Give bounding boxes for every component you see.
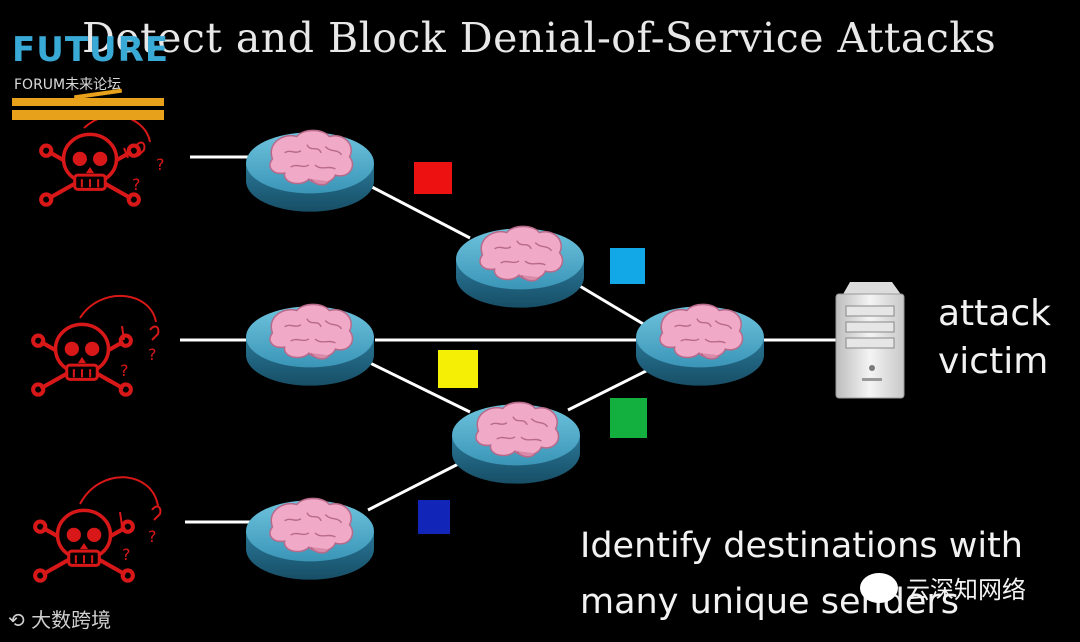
svg-text:?: ? [120,361,129,380]
router-icon [451,401,581,485]
svg-text:?: ? [122,545,131,564]
watermark-left-logo-icon: ⟲ [8,608,32,632]
link-r3-r5 [367,456,471,512]
links [180,155,840,524]
link-r4-r6 [577,283,646,327]
victim-label-line1: attack [938,293,1051,334]
skull-crossbones-icon [35,510,133,580]
slide-title: Detect and Block Denial-of-Service Attac… [82,14,997,62]
caption-line1: Identify destinations with [580,526,1023,566]
skull-crossbones-icon [41,134,139,204]
attacker-3: ? ? [35,476,162,580]
logo-bar [12,110,164,120]
router-icon [245,303,375,387]
attacker-2: ? ? [33,294,160,395]
link-r2-r5 [367,360,471,414]
watermark-right: 云深知网络 [860,570,1026,605]
svg-text:?: ? [148,345,157,364]
router-icon [245,129,375,213]
svg-text:?: ? [132,175,141,194]
packet-icon [418,500,450,534]
svg-text:?: ? [156,155,165,174]
packet-icon [414,162,452,194]
logo-bar [12,98,164,106]
attacker-1: ? ? [41,114,165,205]
watermark-left-text: 大数跨境 [31,608,112,632]
link-r5-r6 [567,368,649,412]
router-icon [455,225,585,309]
logo-word: FUTURE [12,30,170,70]
packet-icon [610,248,645,284]
watermark-left: ⟲ 大数跨境 [8,604,111,633]
svg-text:?: ? [148,527,157,546]
link-r1-r4 [369,184,471,240]
victim-label-line2: victim [938,341,1049,382]
server-icon [835,282,905,399]
router-icon [245,497,375,581]
router-icon [635,303,765,387]
future-forum-logo: FUTURE FORUM未来论坛 [12,30,172,120]
packet-icon [438,350,478,388]
packet-icon [610,398,647,438]
packets [414,162,647,534]
chat-icon [860,572,898,603]
watermark-right-text: 云深知网络 [906,576,1026,604]
skull-crossbones-icon [33,324,131,394]
logo-subtitle: FORUM未来论坛 [14,77,122,93]
victim-label: attack victim [938,290,1051,386]
